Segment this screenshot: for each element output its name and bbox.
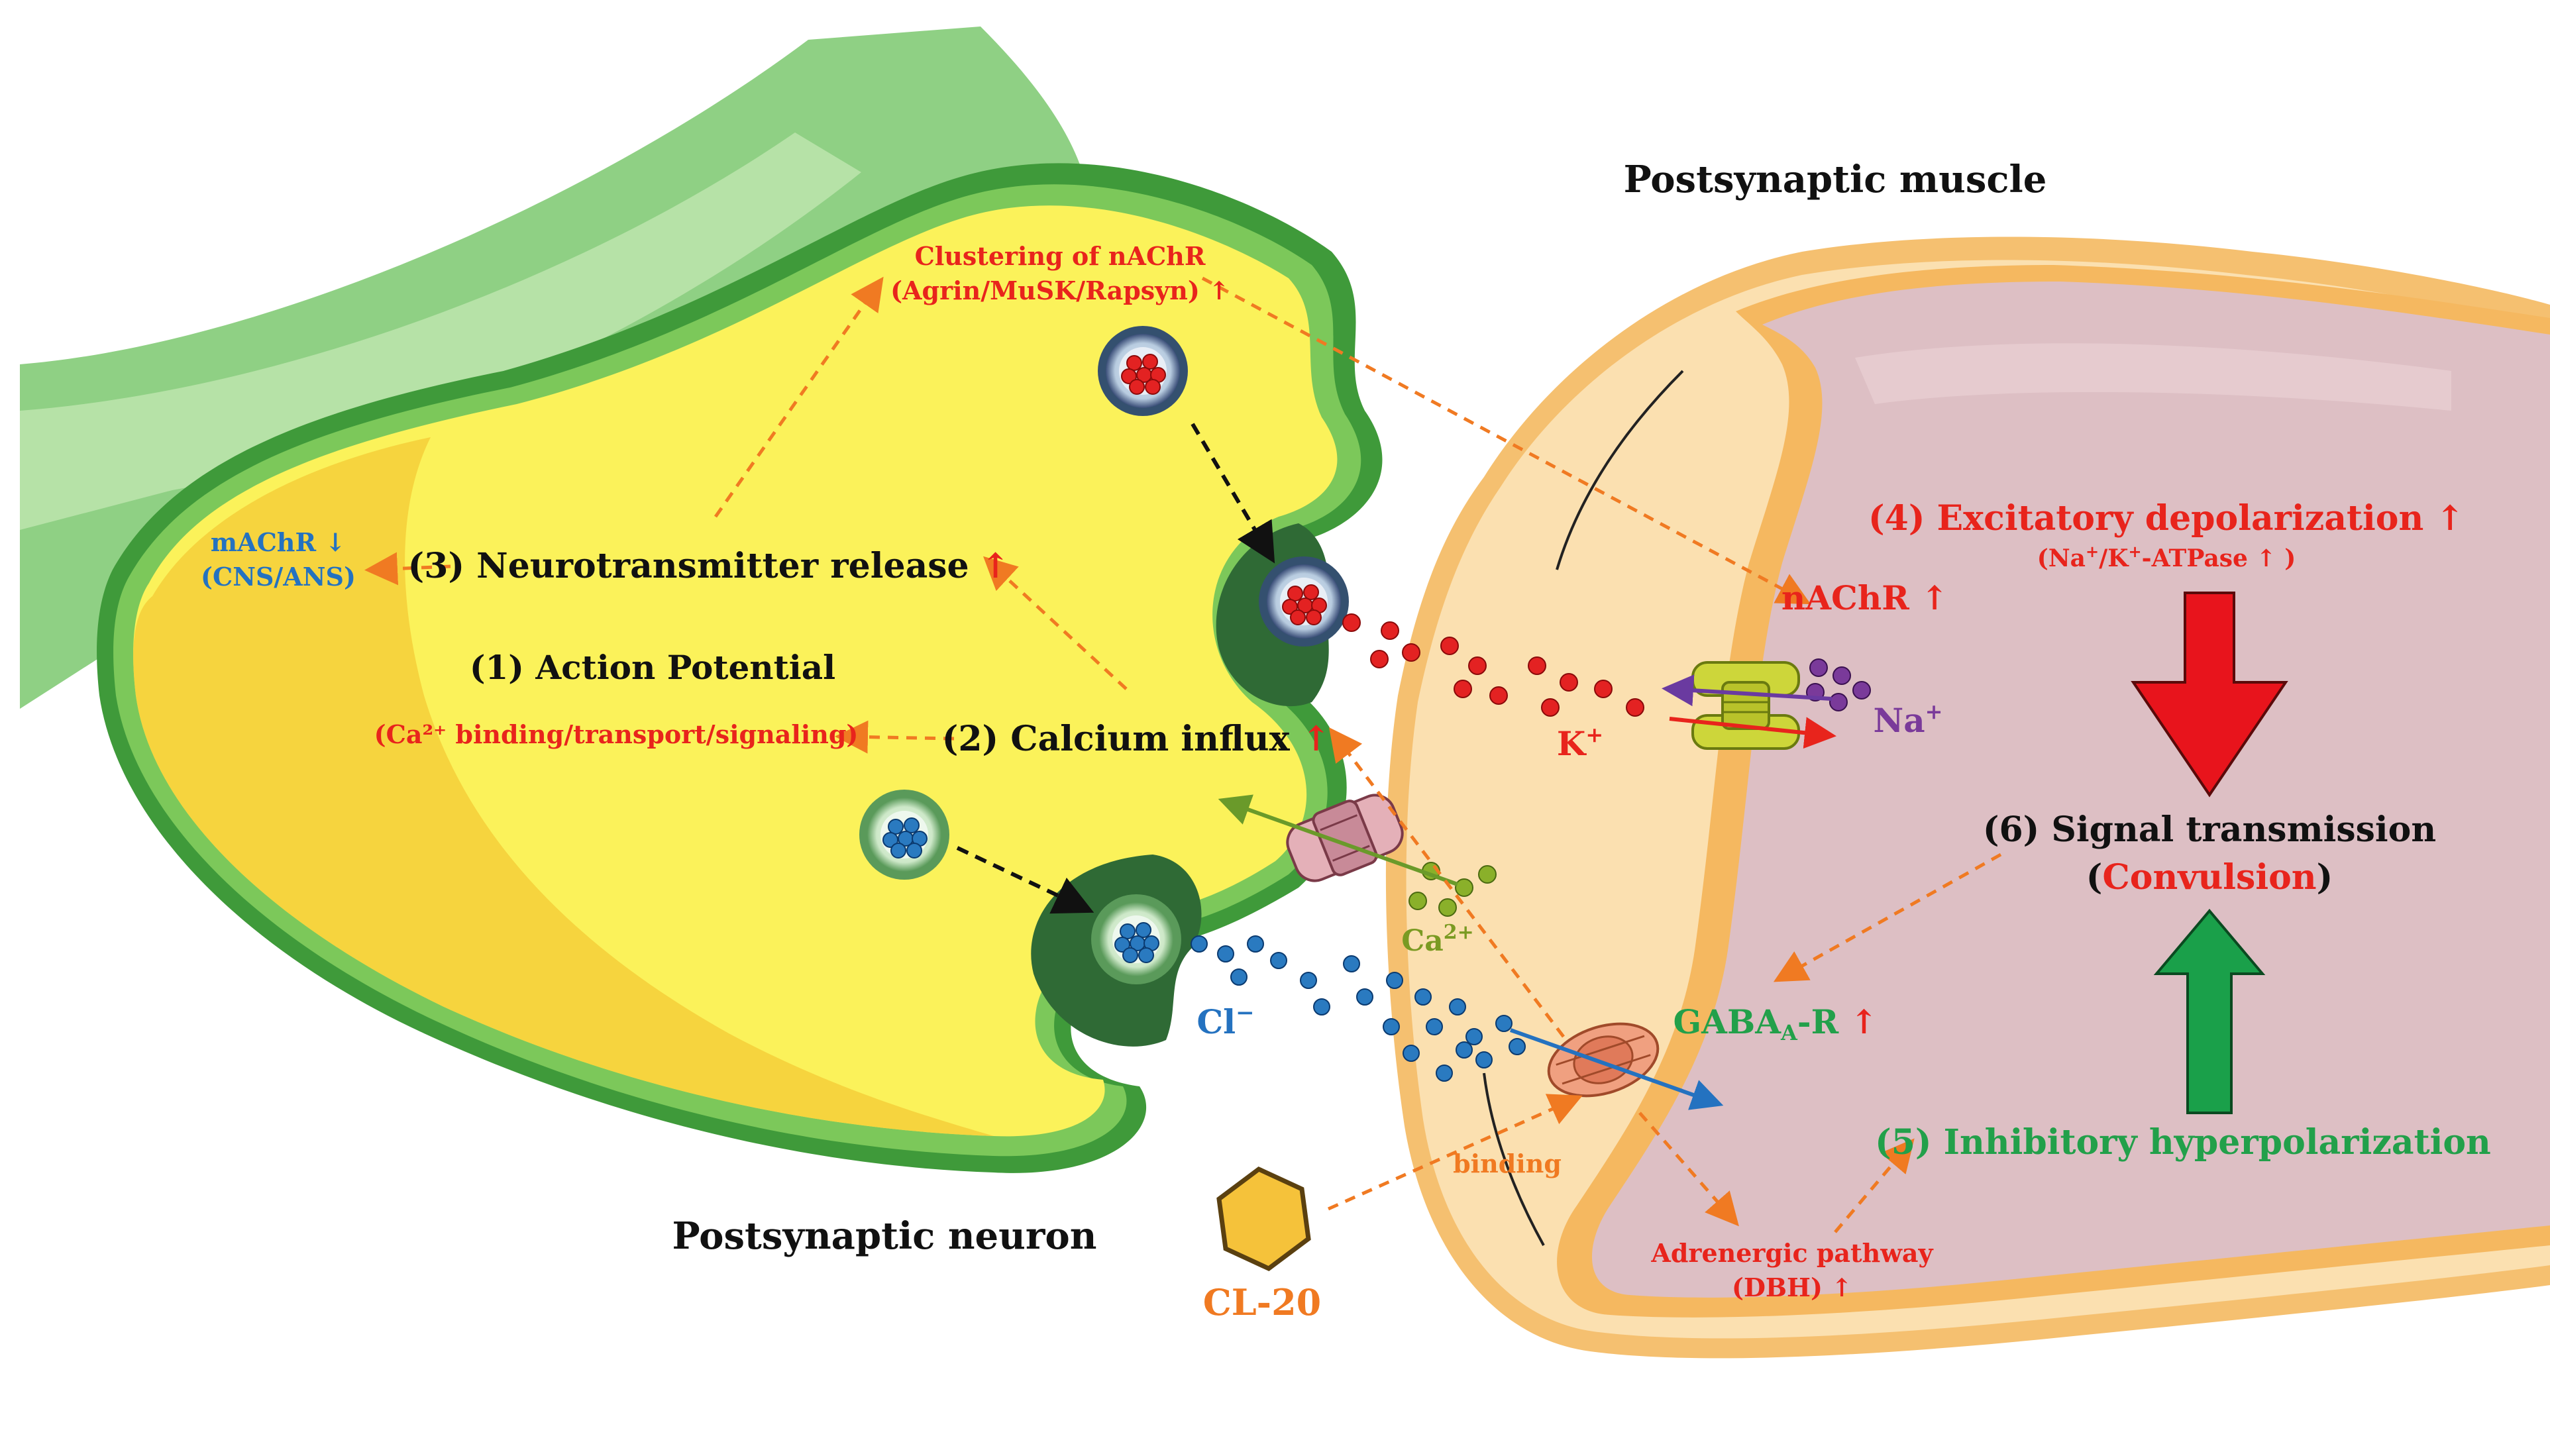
postsynaptic-neuron-title: Postsynaptic neuron: [672, 1214, 1097, 1258]
vesicle-red-docked: [1259, 556, 1349, 647]
released-gaba-particles: [1191, 935, 1526, 1082]
terminal-shading: [133, 437, 994, 1136]
sodium-influx-arrow: [1662, 674, 1833, 707]
chloride-ion-label: Cl−: [1196, 1000, 1254, 1041]
chloride-influx-arrow: [1509, 1028, 1724, 1110]
arrow-calcium-to-release: [983, 556, 1128, 690]
cl20-label: CL-20: [1203, 1281, 1322, 1324]
vesicle-blue-docked: [1091, 894, 1181, 984]
calcium-channel: [1286, 794, 1404, 882]
muscle-interior: [1591, 282, 2550, 1298]
excitatory-depolarization-label: (4) Excitatory depolarization ↑: [1868, 498, 2465, 539]
arrow-release-to-machr: [364, 552, 451, 586]
potassium-efflux-arrow: [1669, 717, 1836, 749]
inhibitory-up-arrow: [2153, 908, 2266, 1114]
clustering-label: Clustering of nAChR: [915, 241, 1206, 271]
arrow-signal-to-gaba: [1773, 853, 2002, 982]
arrow-cl20-binding: [1327, 1094, 1583, 1211]
calcium-ion-label: Ca2+: [1401, 921, 1474, 958]
signal-transmission-label: (6) Signal transmission: [1983, 809, 2436, 850]
adrenergic-pathway-label: Adrenergic pathway: [1650, 1238, 1933, 1268]
presynaptic-terminal: [20, 26, 1383, 1173]
vesicle-release-arrow-lower: [956, 846, 1094, 914]
machr-label: mAChR ↓: [211, 527, 346, 557]
arrow-to-calcium-influx: [1328, 727, 1565, 1038]
ca-binding-label: (Ca²⁺ binding/transport/signaling): [374, 719, 859, 749]
calcium-influx-arrow: [1218, 794, 1459, 886]
vesicle-release-arrow-upper: [1191, 423, 1275, 564]
vesicle-red-top: [1098, 326, 1188, 416]
muscle-fold-line-2: [1483, 1072, 1545, 1246]
machr-sublabel: (CNS/ANS): [201, 562, 356, 592]
arrow-release-to-clustering: [714, 276, 884, 518]
arrow-adrenergic-to-inhibitory: [1834, 1138, 1915, 1233]
vesicle-blue-left: [859, 790, 949, 880]
na-k-atpase-label: (Na+/K+-ATPase ↑ ): [2037, 542, 2296, 572]
sodium-label: Na+: [1874, 699, 1943, 740]
cl20-molecule-icon: [1216, 1166, 1311, 1272]
neurotransmitter-release-label: (3) Neurotransmitter release ↑: [408, 546, 1010, 586]
action-potential-label: (1) Action Potential: [470, 648, 835, 687]
arrow-clustering-to-nachr: [1201, 276, 1811, 605]
axon-highlight: [20, 132, 861, 530]
convulsion-label: (Convulsion): [2086, 857, 2333, 898]
released-ach-particles: [1342, 613, 1644, 717]
orange-dashed-arrows: [364, 276, 2002, 1233]
clustering-sublabel: (Agrin/MuSK/Rapsyn) ↑: [890, 276, 1230, 305]
calcium-influx-label: (2) Calcium influx ↑: [942, 719, 1331, 759]
gaba-a-receptor: [1547, 1022, 1660, 1098]
binding-label: binding: [1453, 1149, 1562, 1178]
muscle-highlight: [1855, 343, 2451, 411]
arrow-gaba-to-adrenergic: [1638, 1112, 1739, 1227]
gaba-a-receptor-label: GABAA-R ↑: [1673, 1002, 1878, 1045]
nachr-label: nAChR ↑: [1781, 578, 1948, 617]
muscle-fold-line-1: [1556, 370, 1684, 570]
postsynaptic-muscle-title: Postsynaptic muscle: [1624, 158, 2047, 201]
adrenergic-dbh-label: (DBH) ↑: [1732, 1273, 1852, 1302]
inhibitory-hyperpolarization-label: (5) Inhibitory hyperpolarization: [1875, 1122, 2491, 1163]
postsynaptic-muscle: [1385, 236, 2550, 1359]
black-dashed-arrows: [956, 423, 1275, 914]
potassium-label: K+: [1557, 722, 1603, 763]
excitatory-down-arrow: [2131, 592, 2288, 798]
